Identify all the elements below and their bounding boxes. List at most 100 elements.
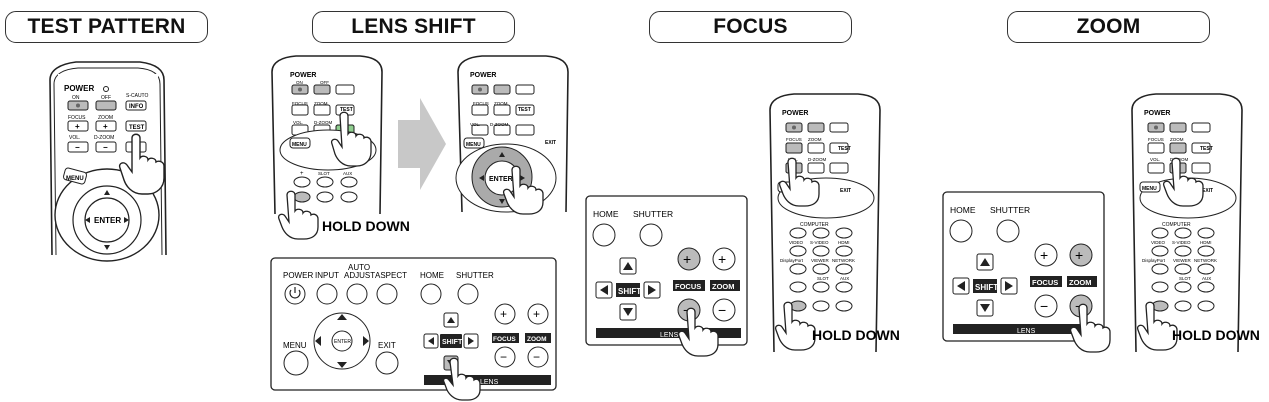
zoom-minus-button[interactable] [712,298,736,322]
remote-lens-shift-2: POWER FOCUS ZOOM TEST VOL. D-ZOOM ENTER … [455,55,569,215]
menu-label: MENU [466,142,481,148]
hand-pointer-icon [502,165,544,215]
focus-plus-button[interactable] [677,247,701,271]
panel-shift-label: SHIFT [618,287,641,296]
panel-focus-plus-button[interactable] [494,303,516,325]
focus-plus-button-highlight[interactable] [785,142,803,154]
panel-focus-label: FOCUS [1032,278,1058,287]
dzoom-minus-button[interactable] [95,141,117,153]
menu-label: MENU [1142,186,1157,192]
hold-down-label: HOLD DOWN [812,327,900,343]
menu-label: MENU [66,176,84,182]
on-label: ON [72,95,80,101]
info-button[interactable] [125,100,147,111]
panel-focus-label: FOCUS [493,336,516,343]
svideo-label: S-VIDEO [810,240,829,245]
panel-home-button[interactable] [420,283,442,305]
panel-auto-adjust-button[interactable] [346,283,368,305]
panel-aspect-button[interactable] [376,283,398,305]
menu-button[interactable] [62,167,88,185]
enter-label: ENTER [94,216,121,225]
minus-label: − [103,143,108,152]
minus-label: − [500,350,507,364]
ctl-button[interactable] [293,191,311,203]
panel-adjust-label: ADJUST [344,271,375,280]
remote-lens-shift-1: POWER ON OFF FOCUS ZOOM VOL. D-ZOOM TEST… [271,55,410,240]
focus-plus-button[interactable] [1034,243,1058,267]
displayport-label: DisplayPort [780,258,804,263]
panel-lens-label: LENS [1017,328,1036,335]
test-label: TEST [518,107,531,113]
panel-menu-button[interactable] [283,350,309,376]
power-off-button[interactable] [95,100,117,111]
zoom-plus-button[interactable] [95,120,117,132]
zoom-plus-button[interactable] [1069,243,1093,267]
power-label: POWER [470,72,496,79]
video-label: VIDEO [789,240,804,245]
remote-zoom: POWER FOCUS ZOOM TEST VOL. D-ZOOM MENU E… [1131,93,1260,353]
panel-power-button[interactable] [284,283,306,305]
zoom-plus-button-highlight[interactable] [1169,142,1187,154]
panel-home-button[interactable] [949,219,973,243]
panel-lens-label: LENS [480,379,499,386]
zoom-plus-button[interactable] [712,247,736,271]
panel-zoom-label: ZOOM [1069,278,1092,287]
test-label: TEST [129,125,145,131]
hand-pointer-icon [118,133,165,195]
panel-menu-label: MENU [283,341,307,350]
remote-focus: POWER FOCUS ZOOM TEST VOL. D-ZOOM EXIT C… [769,93,900,353]
dzoom-label: D-ZOOM [94,135,114,141]
remote-test-pattern: POWER ON OFF S-CAUTO INFO FOCUS ZOOM + +… [49,61,167,262]
title-focus: FOCUS [649,11,852,43]
viewer-label: VIEWER [1173,258,1192,263]
focus-label: FOCUS [1148,137,1164,142]
plus-label: + [75,122,80,131]
focus-minus-button[interactable] [1034,294,1058,318]
lens-bar [424,375,551,385]
focus-plus-button[interactable] [67,120,89,132]
panel-home-button[interactable] [592,223,616,247]
hand-pointer-icon [1162,157,1204,207]
panel-home-label: HOME [950,205,976,215]
panel-shutter-button[interactable] [639,223,663,247]
panel-shutter-button[interactable] [996,219,1020,243]
plus-label: + [1040,247,1048,263]
viewer-label: VIEWER [811,258,830,263]
panel-lens-label: LENS [660,332,679,339]
panel-shutter-button[interactable] [457,283,479,305]
svideo-label: S-VIDEO [1172,240,1191,245]
plus-label: + [718,251,726,267]
lens-bar [596,328,741,338]
zoom-label: ZOOM [494,101,508,106]
panel-enter-button[interactable] [331,330,353,352]
panel-zoom-label: ZOOM [712,282,735,291]
power-label: POWER [290,72,316,79]
vol-minus-button[interactable] [67,141,89,153]
title-test-pattern: TEST PATTERN [5,11,208,43]
power-icon [289,287,301,299]
slot-label: SLOT [318,171,330,176]
network-label: NETWORK [832,258,855,263]
hdmi-label: HDMI [838,240,850,245]
on-label: ON [296,80,303,85]
hand-pointer-icon [442,357,481,401]
power-off-icon [103,86,109,92]
hold-down-label: HOLD DOWN [322,218,410,234]
panel-home-label: HOME [593,209,619,219]
displayport-label: DisplayPort [1142,258,1166,263]
hand-pointer-icon [1136,301,1178,351]
panel-enter-label: ENTER [334,339,351,345]
panel-zoom-minus-button[interactable] [527,346,549,368]
panel-power-label: POWER [283,271,313,280]
test-button[interactable] [125,120,147,132]
minus-label: − [75,143,80,152]
hdmi-label: HDMI [1200,240,1212,245]
aux-label: AUX [1202,276,1211,281]
zoom-label: ZOOM [98,115,113,121]
panel-shutter-label: SHUTTER [633,209,673,219]
panel-input-button[interactable] [316,283,338,305]
panel-focus-minus-button[interactable] [494,346,516,368]
panel-zoom-plus-button[interactable] [527,303,549,325]
menu-label: MENU [292,142,307,148]
panel-exit-button[interactable] [375,351,399,375]
